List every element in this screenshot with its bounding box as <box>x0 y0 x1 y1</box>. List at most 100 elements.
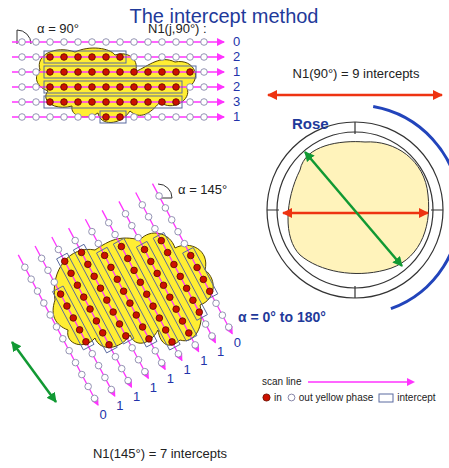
in-point <box>61 54 68 61</box>
in-point <box>61 69 68 76</box>
in-point <box>117 69 124 76</box>
scan-line <box>18 255 98 405</box>
out-point <box>175 228 182 235</box>
out-point <box>19 39 26 46</box>
in-point <box>131 84 138 91</box>
in-point <box>173 69 180 76</box>
out-point <box>131 114 138 121</box>
out-point <box>131 39 138 46</box>
count-result: N1(90°) = 9 intercepts <box>293 67 420 81</box>
in-point <box>187 69 194 76</box>
out-point <box>55 246 62 253</box>
yellow-phase <box>53 233 213 347</box>
scan-line-sample <box>308 381 412 383</box>
out-point <box>41 300 48 307</box>
out-point <box>72 237 79 244</box>
in-point <box>104 297 111 304</box>
line-count: 1 <box>217 345 224 359</box>
in-point <box>78 249 85 256</box>
in-point <box>103 84 110 91</box>
intercept-box <box>100 111 126 123</box>
angle-arc <box>373 107 449 309</box>
legend: scan lineinout yellow phaseintercept <box>262 376 441 408</box>
row-count: 2 <box>233 50 240 64</box>
out-point <box>91 395 98 402</box>
in-point <box>131 99 138 106</box>
out-point <box>89 350 96 357</box>
in-point <box>133 312 140 319</box>
out-point <box>33 39 40 46</box>
out-point <box>156 193 163 200</box>
in-point <box>118 243 125 250</box>
out-point <box>122 210 129 217</box>
out-point <box>103 39 110 46</box>
in-point <box>47 54 54 61</box>
in-point <box>143 291 150 298</box>
in-point <box>68 270 75 277</box>
rose-circle <box>267 122 443 298</box>
out-point <box>187 39 194 46</box>
out-point <box>135 356 142 363</box>
out-point <box>19 99 26 106</box>
in-point <box>74 282 81 289</box>
out-point <box>187 84 194 91</box>
in-point <box>145 99 152 106</box>
out-point <box>159 114 166 121</box>
out-point <box>118 365 125 372</box>
in-point <box>177 273 184 280</box>
out-point <box>33 54 40 61</box>
out-point <box>66 347 73 354</box>
out-point <box>201 39 208 46</box>
in-point <box>80 294 87 301</box>
rose-circle <box>277 132 433 288</box>
out-point <box>61 114 68 121</box>
intercept-box <box>44 66 196 78</box>
intercept-box <box>97 247 158 347</box>
in-point <box>75 99 82 106</box>
in-point <box>194 264 201 271</box>
in-point <box>200 276 207 283</box>
out-point <box>108 386 115 393</box>
in-point <box>159 99 166 106</box>
out-point <box>75 39 82 46</box>
out-point <box>173 54 180 61</box>
out-point <box>201 114 208 121</box>
in-point <box>158 237 165 244</box>
out-point <box>61 39 68 46</box>
scan-line-sample <box>306 377 416 387</box>
in-point <box>87 306 94 313</box>
out-point <box>28 276 35 283</box>
out-point <box>79 371 86 378</box>
row-count: 1 <box>233 110 240 124</box>
in-point <box>146 336 153 343</box>
out-point <box>201 69 208 76</box>
intercept-box <box>136 241 197 341</box>
in-point <box>76 327 83 334</box>
rose-label: Rose <box>292 116 329 133</box>
legend-text: out yellow phase <box>299 392 374 403</box>
legend-text: scan line <box>262 376 301 387</box>
out-point <box>175 351 182 358</box>
arrowhead <box>407 378 415 386</box>
out-point <box>102 374 109 381</box>
in-point <box>103 99 110 106</box>
in-point <box>108 264 115 271</box>
out-point <box>142 368 149 375</box>
intercept-box <box>57 253 118 353</box>
intercept-box <box>153 233 207 321</box>
count-heading: N1(j,90°) : <box>148 22 207 36</box>
out-point <box>181 240 188 247</box>
intercept-sample <box>379 394 393 402</box>
in-point <box>64 303 71 310</box>
line-count: 0 <box>234 336 241 350</box>
width-arrow <box>12 342 56 402</box>
in-point <box>61 258 68 265</box>
out-point <box>192 342 199 349</box>
in-point <box>93 318 100 325</box>
row-count: 1 <box>233 65 240 79</box>
out-point <box>135 234 142 241</box>
intercept-box <box>44 81 182 93</box>
intercept-box <box>183 248 218 300</box>
out-point <box>219 312 226 319</box>
in-point <box>89 54 96 61</box>
